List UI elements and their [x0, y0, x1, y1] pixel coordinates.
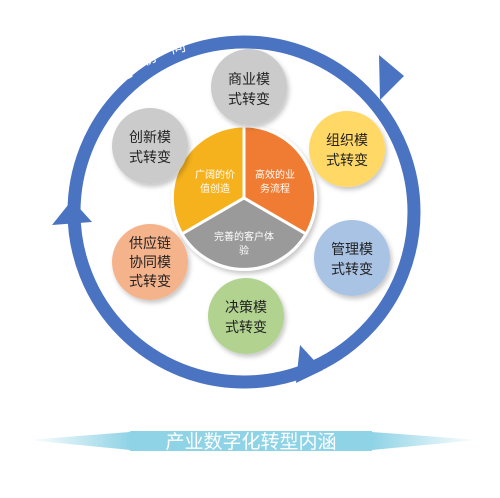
circle-innovation-shape — [112, 108, 188, 184]
center-circle — [170, 124, 318, 271]
circle-innovation: 创新模 式转变 — [112, 108, 188, 184]
title-banner: 产业数字化转型内涵 — [28, 431, 478, 453]
circle-decision-line-2: 式转变 — [225, 320, 267, 336]
circle-decision-line-1: 决策模 — [225, 299, 267, 316]
center-bottom-line-1: 完善的客户体 — [214, 230, 274, 243]
circle-management-shape — [314, 220, 390, 296]
circle-supply-line-1: 供应链 — [129, 235, 171, 252]
cycle-arrow-head-left — [52, 200, 92, 225]
cycle-arrow-head-right — [379, 55, 404, 100]
circle-business-line-2: 式转变 — [228, 92, 270, 108]
circle-organization-shape — [309, 111, 385, 187]
center-left-line-1: 广阔的价 — [195, 168, 235, 181]
ring-char: 同 — [169, 37, 187, 58]
circle-management-line-1: 管理模 — [331, 242, 373, 258]
circle-decision: 决策模 式转变 — [208, 278, 284, 354]
banner-title: 产业数字化转型内涵 — [165, 431, 336, 453]
center-left-line-2: 值创造 — [200, 182, 230, 195]
center-right-line-1: 高效的业 — [255, 168, 295, 181]
circle-supply-line-3: 式转变 — [129, 274, 171, 290]
circle-organization: 组织模 式转变 — [309, 111, 385, 187]
circle-supply-shape — [112, 224, 188, 300]
center-labels: 广阔的价 值创造 高效的业 务流程 完善的客户体 验 — [195, 168, 295, 257]
circle-supply: 供应链 协同模 式转变 — [112, 224, 188, 300]
ring-char: 协 — [140, 47, 161, 69]
circle-business: 商业模 式转变 — [211, 49, 287, 125]
center-right-line-2: 务流程 — [260, 182, 290, 195]
cycle-arrow-head-bottom — [296, 345, 323, 383]
banner-right-wing — [372, 432, 478, 450]
circle-supply-line-2: 协同模 — [129, 255, 171, 271]
circle-innovation-line-1: 创新模 — [129, 130, 171, 146]
center-bottom-line-2: 验 — [239, 244, 249, 257]
circle-innovation-line-2: 式转变 — [129, 150, 171, 166]
circle-business-line-1: 商业模 — [228, 72, 270, 88]
center-segment-experience — [179, 196, 309, 271]
circle-organization-line-2: 式转变 — [326, 153, 368, 169]
circle-management: 管理模 式转变 — [314, 220, 390, 296]
circle-organization-line-1: 组织模 — [326, 133, 368, 149]
circle-decision-shape — [208, 278, 284, 354]
banner-left-wing — [28, 432, 130, 450]
banner-center-bar — [130, 431, 372, 451]
circle-management-line-2: 式转变 — [331, 262, 373, 278]
circle-business-shape — [211, 49, 287, 125]
